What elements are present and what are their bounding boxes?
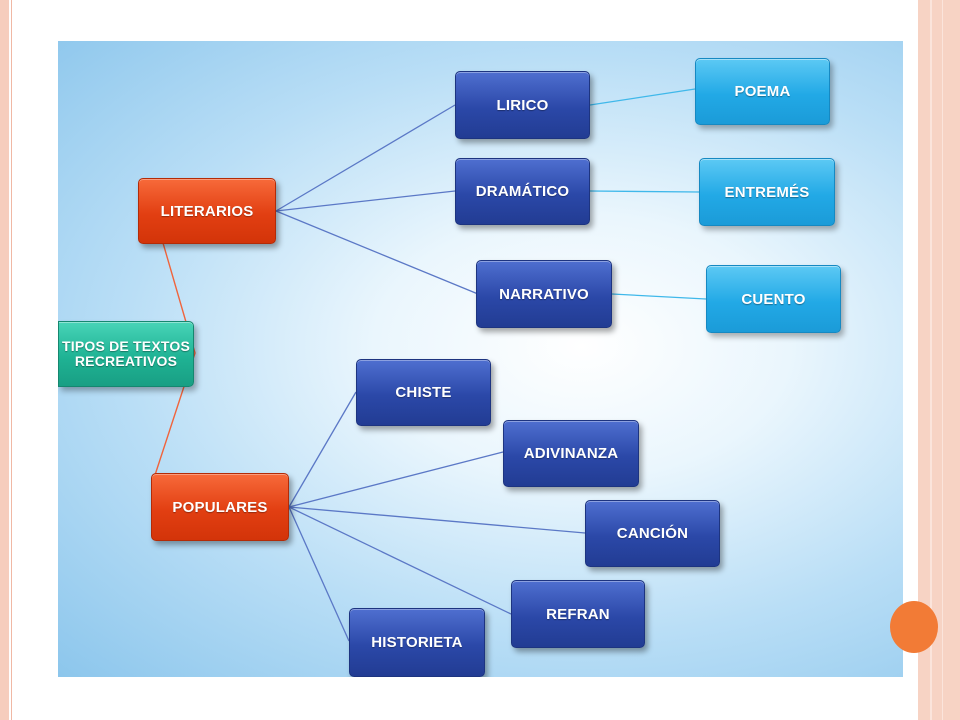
node-cuento: CUENTO — [706, 265, 841, 333]
node-historieta: HISTORIETA — [349, 608, 485, 677]
node-dramatico: DRAMÁTICO — [455, 158, 590, 225]
node-literarios: LITERARIOS — [138, 178, 276, 244]
connector-populares-chiste — [288, 391, 357, 508]
connector-lines — [153, 88, 707, 642]
node-lirico-label: LIRICO — [496, 96, 549, 114]
node-cuento-label: CUENTO — [741, 290, 806, 308]
node-literarios-label: LITERARIOS — [160, 202, 254, 220]
node-narrativo-label: NARRATIVO — [499, 285, 589, 303]
connector-populares-refran — [288, 506, 512, 615]
connector-literarios-dramatico — [275, 190, 456, 212]
node-chiste-label: CHISTE — [395, 384, 452, 401]
connector-literarios-narrativo — [275, 210, 479, 295]
slide-border-right-stripe-2 — [942, 0, 943, 720]
connector-narrativo-cuento — [611, 293, 707, 300]
node-root-tipos-de-textos-recreativos: TIPOS DE TEXTOS RECREATIVOS — [58, 321, 194, 387]
node-populares: POPULARES — [151, 473, 289, 541]
node-adivinanza-label: ADIVINANZA — [523, 445, 619, 462]
node-refran-label: REFRAN — [546, 605, 610, 623]
node-cancion: CANCIÓN — [585, 500, 720, 567]
node-refran: REFRAN — [511, 580, 645, 648]
node-cancion-label: CANCIÓN — [616, 525, 689, 542]
slide-border-right — [918, 0, 960, 720]
slide-border-right-stripe — [930, 0, 932, 720]
slide-border-left — [0, 0, 9, 720]
node-historieta-label: HISTORIETA — [371, 634, 463, 651]
slide-accent-circle — [890, 601, 938, 653]
node-poema-label: POEMA — [734, 83, 791, 100]
node-entremes: ENTREMÉS — [699, 158, 835, 226]
node-adivinanza: ADIVINANZA — [503, 420, 639, 487]
connector-populares-cancion — [288, 506, 586, 534]
node-poema: POEMA — [695, 58, 830, 125]
slide-border-left-line — [11, 0, 12, 720]
connector-dramatico-entremes — [589, 190, 700, 193]
connector-root-categories — [153, 211, 196, 476]
node-lirico: LIRICO — [455, 71, 590, 139]
node-narrativo: NARRATIVO — [476, 260, 612, 328]
connector-lirico-poema — [589, 88, 696, 106]
node-entremes-label: ENTREMÉS — [724, 183, 810, 201]
node-chiste: CHISTE — [356, 359, 491, 426]
concept-map: TIPOS DE TEXTOS RECREATIVOS LITERARIOS P… — [58, 41, 903, 677]
node-populares-label: POPULARES — [172, 498, 268, 516]
node-root-label: TIPOS DE TEXTOS RECREATIVOS — [62, 338, 190, 369]
connector-populares-adivinanza — [288, 451, 504, 508]
connector-populares-historieta — [288, 506, 350, 642]
connector-literarios-lirico — [275, 104, 456, 212]
node-dramatico-label: DRAMÁTICO — [475, 183, 570, 200]
